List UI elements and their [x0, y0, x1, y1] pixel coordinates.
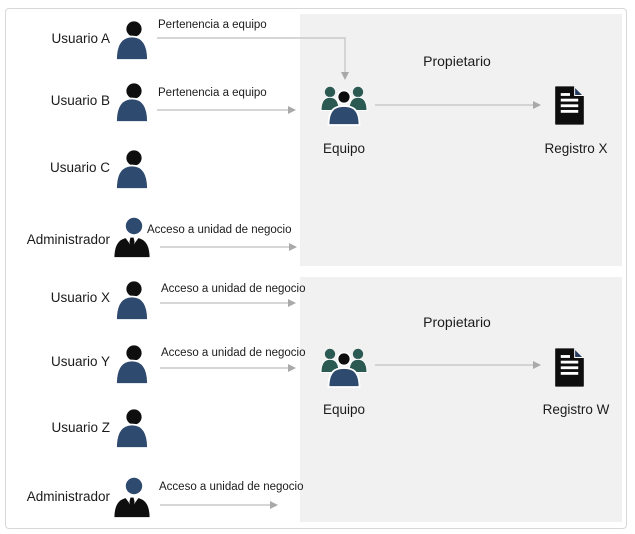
person-icon — [114, 150, 150, 189]
relation-label: Pertenencia a equipo — [158, 87, 267, 99]
user-label: Usuario B — [50, 93, 110, 108]
relation-label: Pertenencia a equipo — [158, 19, 267, 31]
user-label: Administrador — [26, 489, 110, 504]
user-label: Usuario C — [49, 160, 110, 175]
panel-title: Propietario — [423, 53, 491, 69]
person-icon — [114, 409, 150, 448]
relation-label: Acceso a unidad de negocio — [159, 481, 304, 493]
team-label: Equipo — [322, 402, 366, 417]
user-label: Usuario X — [50, 290, 110, 305]
relation-label: Acceso a unidad de negocio — [161, 347, 306, 359]
record-label: Registro X — [544, 141, 608, 156]
outer-border — [5, 8, 627, 529]
relation-label: Acceso a unidad de negocio — [147, 224, 292, 236]
admin-person-icon — [112, 217, 152, 258]
document-icon — [553, 86, 586, 125]
user-label: Usuario Y — [50, 354, 110, 369]
relation-label: Acceso a unidad de negocio — [161, 283, 306, 295]
user-label: Usuario Z — [51, 420, 110, 435]
record-label: Registro W — [542, 402, 610, 417]
person-icon — [114, 21, 150, 60]
admin-person-icon — [112, 477, 152, 518]
team-people-icon — [320, 346, 368, 388]
user-label: Administrador — [26, 232, 110, 247]
user-label: Usuario A — [51, 31, 110, 46]
panel-title: Propietario — [423, 314, 491, 330]
owner-panel-record-w — [300, 277, 622, 522]
document-icon — [553, 348, 586, 387]
team-label: Equipo — [322, 141, 366, 156]
team-people-icon — [320, 84, 368, 126]
owner-panel-record-x — [300, 14, 622, 266]
person-icon — [114, 345, 150, 384]
person-icon — [114, 281, 150, 320]
person-icon — [114, 83, 150, 122]
